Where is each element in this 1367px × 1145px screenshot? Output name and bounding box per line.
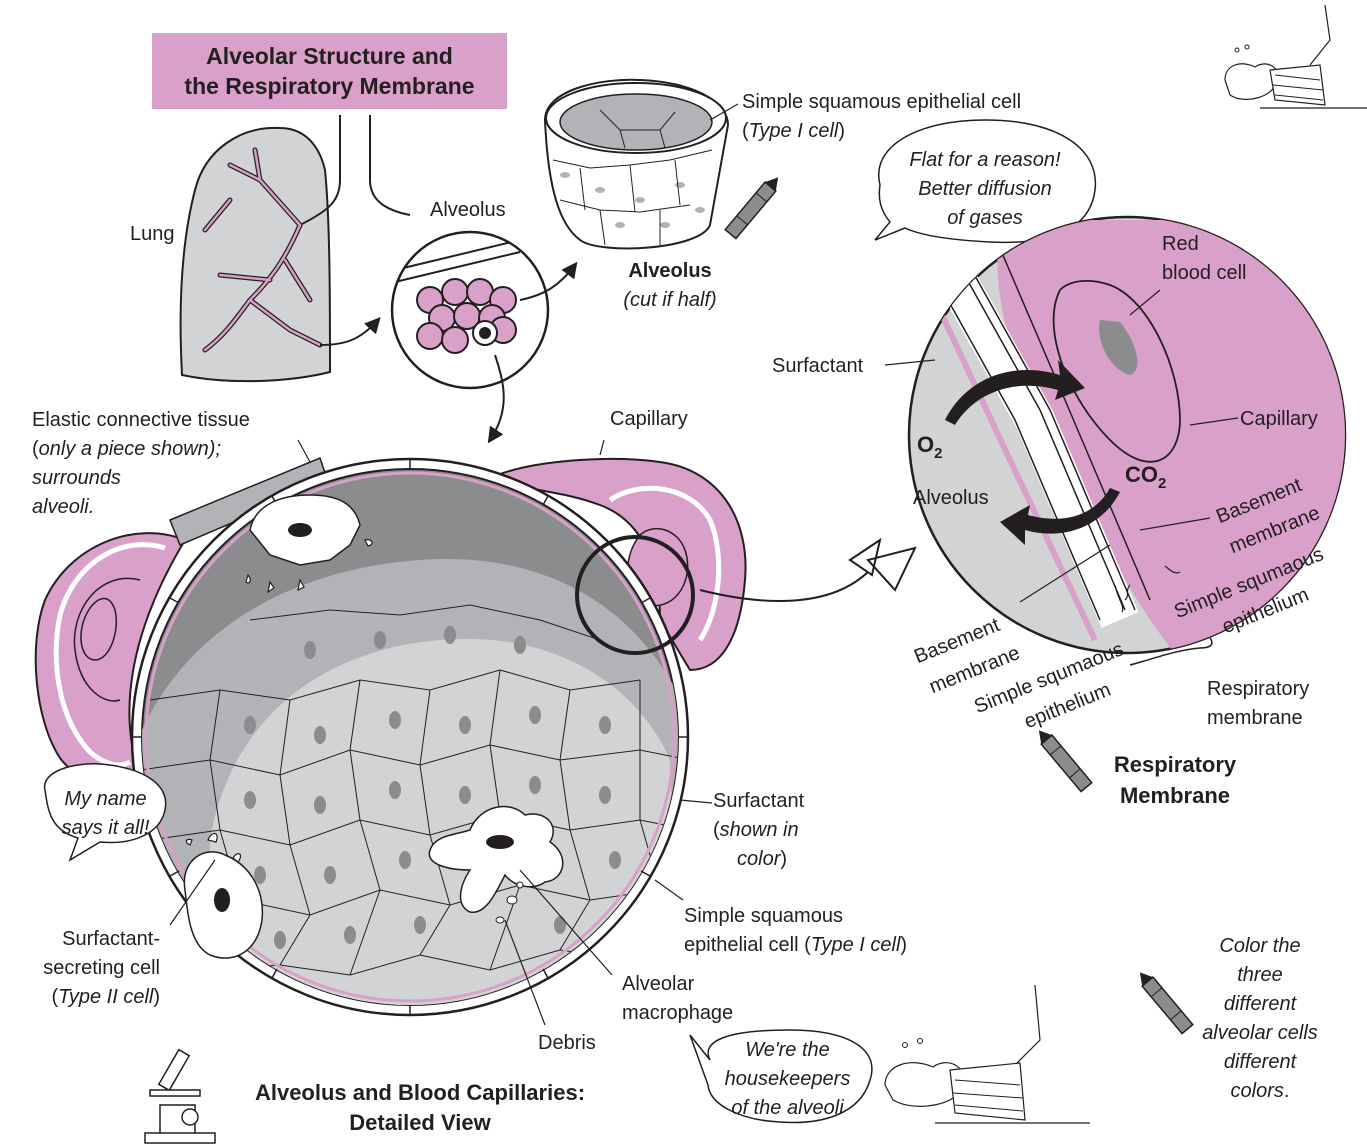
instruction-line-6: colors. <box>1180 1077 1340 1106</box>
paren: ) <box>153 986 160 1008</box>
label-lung: Lung <box>130 220 175 249</box>
detail-title-1: Alveolus and Blood Capillaries: <box>210 1078 630 1107</box>
lung-illustration <box>181 115 410 381</box>
label-type2-3: (Type II cell) <box>10 983 160 1012</box>
broom-cleaning-icon <box>885 985 1090 1123</box>
type-i-text: Type I cell <box>811 934 901 956</box>
paren: ) <box>838 120 845 142</box>
label-elastic-4: alveoli. <box>32 493 94 522</box>
paren: ) <box>780 848 787 870</box>
bubble-flat-line-2: Better diffusion <box>880 175 1090 204</box>
co2-main: CO <box>1125 462 1158 487</box>
label-alveolus-zoom: Alveolus <box>913 484 989 513</box>
label-surfactant-main-1: Surfactant <box>713 787 804 816</box>
main-alveolus <box>130 459 700 1020</box>
label-respiratory-membrane-1: Respiratory <box>1207 675 1309 704</box>
respiratory-title-1: Respiratory <box>1085 750 1265 779</box>
label-ssec-main-1: Simple squamous <box>684 902 843 931</box>
paren: ) <box>900 934 907 956</box>
label-alveolus-top: Alveolus <box>430 196 506 225</box>
label-type2-1: Surfactant- <box>10 925 160 954</box>
label-alveolar-macrophage-2: macrophage <box>622 999 733 1028</box>
color-word: color <box>737 848 780 870</box>
title-line-2: the Respiratory Membrane <box>152 71 507 101</box>
instruction-line-5: different <box>1180 1048 1340 1077</box>
label-red-blood-cell-1: Red <box>1162 230 1199 259</box>
alveolus-cut-half <box>545 80 738 249</box>
page-title: Alveolar Structure and the Respiratory M… <box>152 33 507 109</box>
paren: ( <box>713 819 720 841</box>
label-surfactant-zoom: Surfactant <box>772 352 863 381</box>
paren: ( <box>32 438 39 460</box>
label-respiratory-membrane-2: membrane <box>1207 704 1303 733</box>
type-ii-text: Type II cell <box>58 986 153 1008</box>
text: epithelial cell ( <box>684 934 811 956</box>
label-co2: CO2 <box>1125 460 1166 498</box>
bubble-house-line-1: We're the <box>705 1036 870 1065</box>
instruction-line-4: alveolar cells <box>1180 1019 1340 1048</box>
period: . <box>1284 1080 1290 1102</box>
bubble-flat-line-1: Flat for a reason! <box>880 146 1090 175</box>
label-surfactant-main-3: color) <box>737 845 787 874</box>
label-cut-if-half: (cut if half) <box>605 286 735 315</box>
label-simple-squamous-top-1: Simple squamous epithelial cell <box>742 88 1021 117</box>
instruction-line-3: different <box>1180 990 1340 1019</box>
broom-cleaning-icon <box>1225 5 1367 108</box>
label-o2: O2 <box>917 430 942 468</box>
bubble-name-line-2: says it all! <box>48 814 163 843</box>
bubble-name-line-1: My name <box>48 785 163 814</box>
label-red-blood-cell-2: blood cell <box>1162 259 1247 288</box>
bubble-house-line-2: housekeepers <box>705 1065 870 1094</box>
colors-word: colors <box>1231 1080 1284 1102</box>
instruction-line-1: Color the <box>1180 932 1340 961</box>
co2-sub: 2 <box>1158 475 1166 492</box>
shown-in: shown in <box>720 819 799 841</box>
bubble-house-line-3: of the alveoli <box>705 1094 870 1123</box>
title-line-1: Alveolar Structure and <box>152 41 507 71</box>
o2-sub: 2 <box>934 445 942 462</box>
detail-title-2: Detailed View <box>210 1108 630 1137</box>
label-debris: Debris <box>538 1029 596 1058</box>
label-elastic-3: surrounds <box>32 464 121 493</box>
respiratory-title-2: Membrane <box>1085 781 1265 810</box>
alveolus-cluster-zoom <box>392 232 575 440</box>
zoom-arrow <box>850 540 915 590</box>
label-capillary-main: Capillary <box>610 405 688 434</box>
label-alveolar-macrophage-1: Alveolar <box>622 970 694 999</box>
bubble-flat-line-3: of gases <box>880 204 1090 233</box>
instruction-line-2: three <box>1180 961 1340 990</box>
crayon-icon <box>725 173 783 239</box>
label-simple-squamous-top-2: (Type I cell) <box>742 117 845 146</box>
paren: ( <box>742 120 749 142</box>
crayon-icon <box>1033 726 1091 792</box>
label-elastic-2: (only a piece shown); <box>32 435 221 464</box>
label-type2-2: secreting cell <box>10 954 160 983</box>
label-capillary-zoom: Capillary <box>1240 405 1318 434</box>
label-elastic-1: Elastic connective tissue <box>32 406 250 435</box>
label-alveolus-cut: Alveolus <box>605 257 735 286</box>
label-surfactant-main-2: (shown in <box>713 816 799 845</box>
label-ssec-main-2: epithelial cell (Type I cell) <box>684 931 907 960</box>
o2-main: O <box>917 432 934 457</box>
elastic-italic: only a piece shown); <box>39 438 221 460</box>
type-i-text: Type I cell <box>749 120 839 142</box>
microscope-icon <box>145 1050 215 1143</box>
